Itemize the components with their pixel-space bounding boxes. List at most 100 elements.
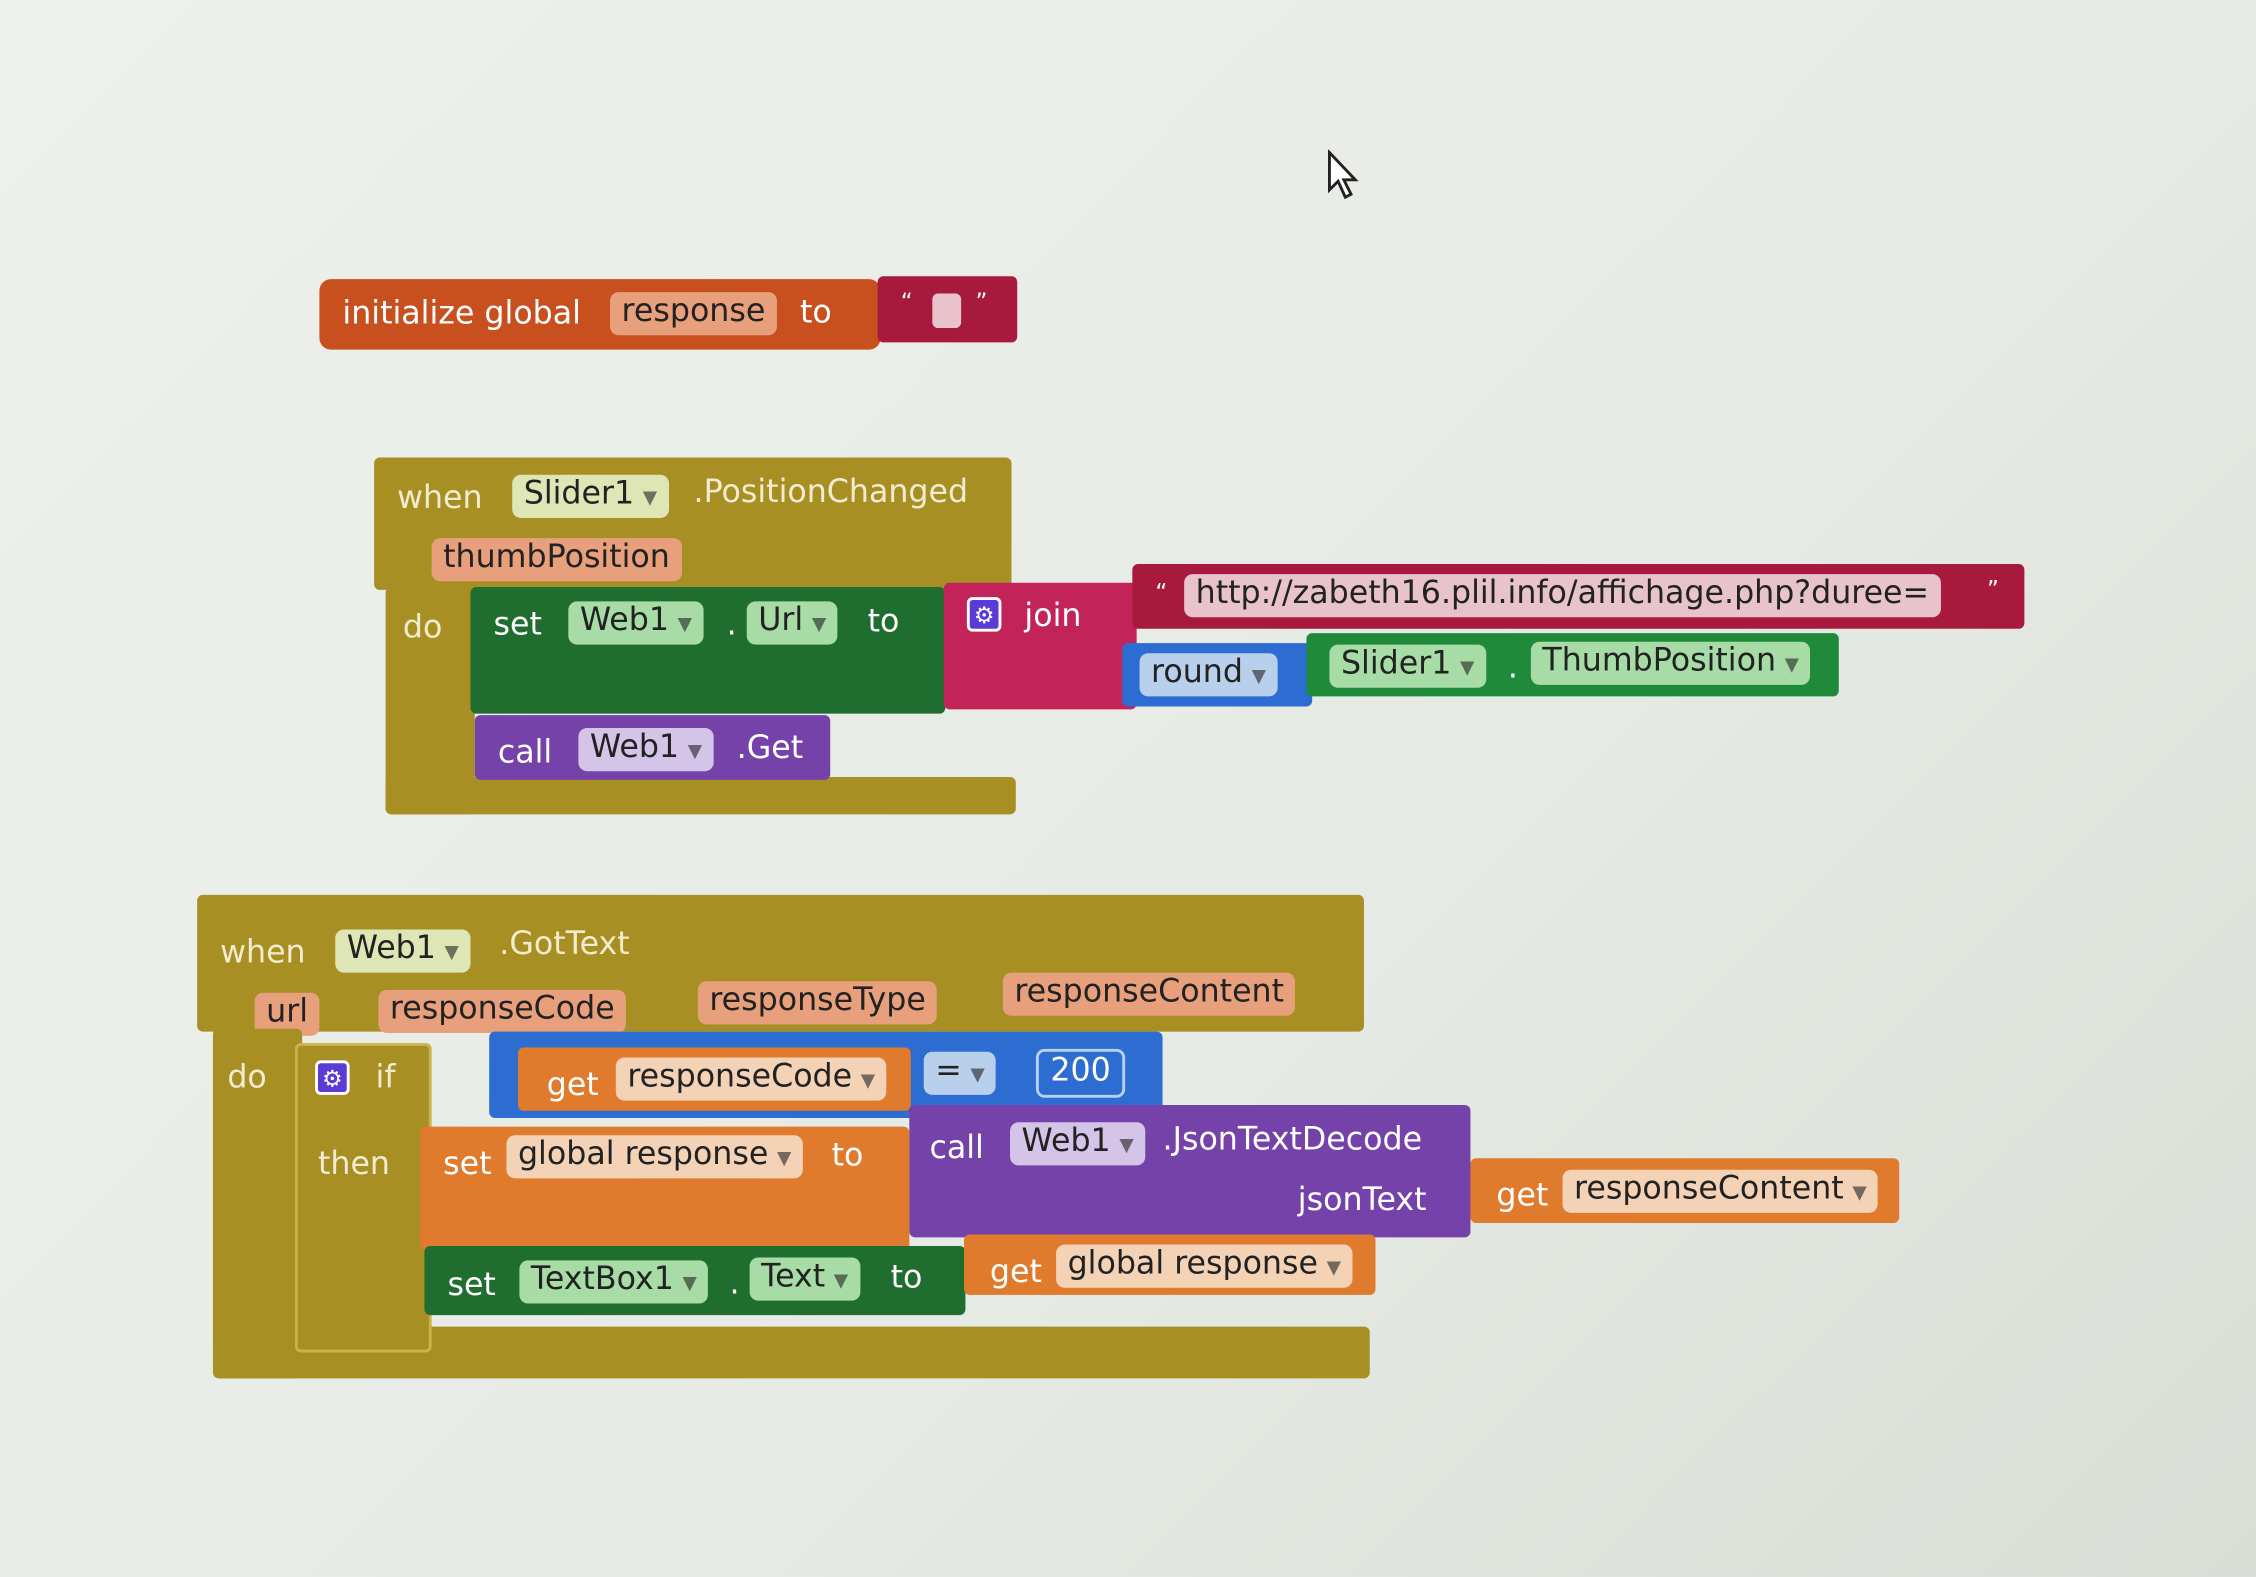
dropdown-arrow-icon: ▼ <box>687 740 703 763</box>
property-dropdown[interactable]: Url▼ <box>746 601 838 645</box>
component-dropdown[interactable]: Web1 ▼ <box>578 728 714 772</box>
get-label: get <box>1496 1178 1549 1215</box>
component-name: Web1 <box>579 602 669 639</box>
component-dropdown[interactable]: TextBox1 ▼ <box>519 1260 709 1304</box>
get-label: get <box>546 1067 599 1104</box>
param-responseType[interactable]: responseType <box>697 981 938 1025</box>
event-body-rail: do <box>212 1028 303 1379</box>
number-200-field[interactable]: 200 <box>1035 1048 1126 1098</box>
round-label: round <box>1151 654 1243 691</box>
dot-label: . <box>729 1266 740 1303</box>
dropdown-arrow-icon: ▼ <box>682 1273 697 1295</box>
event-name: .GotText <box>499 926 630 963</box>
component-name: Web1 <box>1021 1123 1111 1160</box>
do-label: do <box>227 1060 267 1097</box>
get-responseCode-block[interactable]: get responseCode ▼ <box>517 1047 911 1111</box>
do-label: do <box>402 610 443 647</box>
component-dropdown[interactable]: Slider1▼ <box>512 474 669 518</box>
component-name: Web1 <box>346 930 436 967</box>
property-dropdown[interactable]: Text ▼ <box>749 1257 860 1301</box>
mouse-cursor-icon <box>1328 149 1359 200</box>
set-web1-url-block[interactable]: set Web1▼ . Url▼ to <box>470 587 946 714</box>
close-quote: ” <box>1986 575 1999 603</box>
property-name: Text <box>761 1258 826 1295</box>
empty-text-block[interactable]: “ ” <box>877 276 1018 343</box>
initialize-global-block[interactable]: initialize global response to <box>319 279 881 350</box>
component-dropdown[interactable]: Web1 ▼ <box>1010 1122 1146 1166</box>
to-label: to <box>831 1138 864 1175</box>
close-quote: ” <box>975 287 988 316</box>
dropdown-arrow-icon: ▼ <box>1459 657 1475 680</box>
to-label: to <box>890 1260 923 1297</box>
slider-position-changed-event[interactable]: when Slider1▼ .PositionChanged thumbPosi… <box>374 457 1012 590</box>
math-op-dropdown[interactable]: round ▼ <box>1139 653 1278 697</box>
url-text-field[interactable]: http://zabeth16.plil.info/affichage.php?… <box>1184 574 1941 618</box>
open-quote: “ <box>1155 578 1168 606</box>
variable-name: responseContent <box>1574 1171 1844 1208</box>
dropdown-arrow-icon: ▼ <box>1251 666 1266 688</box>
param-thumbPosition[interactable]: thumbPosition <box>431 538 682 582</box>
call-jsontextdecode-block[interactable]: call Web1▼ .JsonTextDecode jsonText <box>909 1104 1471 1238</box>
call-web1-get-block[interactable]: call Web1 ▼ .Get <box>474 715 831 780</box>
dropdown-arrow-icon: ▼ <box>833 1270 849 1293</box>
component-name: Web1 <box>589 729 680 766</box>
variable-dropdown[interactable]: responseCode ▼ <box>615 1057 887 1101</box>
set-textbox1-text-block[interactable]: set TextBox1▼ . Text▼ to <box>424 1246 966 1316</box>
component-dropdown[interactable]: Web1▼ <box>568 601 704 645</box>
when-label: when <box>397 480 483 517</box>
method-name: .JsonTextDecode <box>1162 1122 1423 1159</box>
event-body-rail: do <box>385 587 475 815</box>
round-block[interactable]: round ▼ <box>1122 643 1313 707</box>
param-responseCode[interactable]: responseCode <box>378 989 627 1034</box>
variable-dropdown[interactable]: responseContent▼ <box>1562 1169 1879 1213</box>
empty-text-field[interactable] <box>932 293 962 329</box>
open-quote: “ <box>900 287 913 316</box>
init-label: initialize global <box>342 296 581 333</box>
dropdown-arrow-icon: ▼ <box>860 1070 876 1093</box>
variable-dropdown[interactable]: global response ▼ <box>1056 1244 1353 1288</box>
dot-label: . <box>726 607 737 644</box>
compare-op-dropdown[interactable]: =▼ <box>923 1051 997 1095</box>
set-global-response-block[interactable]: set global response▼ to <box>420 1126 910 1251</box>
param-responseContent[interactable]: responseContent <box>1002 972 1296 1016</box>
variable-name: global response <box>1067 1246 1318 1282</box>
component-dropdown[interactable]: Slider1 ▼ <box>1329 644 1486 688</box>
slider-thumbposition-getter[interactable]: Slider1 ▼ . ThumbPosition ▼ <box>1306 633 1839 697</box>
method-name: .Get <box>736 730 804 767</box>
component-name: Slider1 <box>523 476 635 513</box>
web1-gottext-event[interactable]: when Web1▼ .GotText url responseCode res… <box>197 894 1364 1036</box>
variable-name: responseCode <box>627 1058 853 1095</box>
if-then-block[interactable]: ⚙ if then <box>294 1043 432 1353</box>
dropdown-arrow-icon: ▼ <box>1784 654 1800 677</box>
dropdown-arrow-icon: ▼ <box>1119 1135 1134 1157</box>
if-label: if <box>375 1060 396 1097</box>
dot-label: . <box>1507 650 1518 687</box>
gear-icon[interactable]: ⚙ <box>966 597 1002 632</box>
dropdown-arrow-icon: ▼ <box>444 942 459 964</box>
when-label: when <box>220 935 306 972</box>
component-dropdown[interactable]: Web1 ▼ <box>335 929 471 973</box>
get-responseContent-block[interactable]: get responseContent▼ <box>1470 1158 1900 1223</box>
jsontext-arg-label: jsonText <box>1297 1182 1427 1219</box>
join-label: join <box>1024 598 1082 635</box>
component-name: TextBox1 <box>530 1261 674 1298</box>
dropdown-arrow-icon: ▼ <box>970 1064 985 1087</box>
property-dropdown[interactable]: ThumbPosition ▼ <box>1530 641 1811 685</box>
variable-dropdown[interactable]: global response▼ <box>506 1135 803 1179</box>
dropdown-arrow-icon: ▼ <box>1326 1257 1341 1280</box>
property-name: Url <box>758 602 804 639</box>
to-label: to <box>867 604 900 641</box>
join-block[interactable]: ⚙ join <box>943 582 1137 710</box>
url-text-block[interactable]: “ http://zabeth16.plil.info/affichage.ph… <box>1132 564 2025 629</box>
then-label: then <box>317 1146 391 1183</box>
call-label: call <box>497 735 553 772</box>
component-name: Slider1 <box>1340 646 1452 682</box>
var-name-field[interactable]: response <box>610 292 777 336</box>
property-name: ThumbPosition <box>1542 643 1777 680</box>
variable-name: global response <box>517 1136 769 1173</box>
set-label: set <box>493 607 542 644</box>
get-global-response-block[interactable]: get global response▼ <box>963 1234 1376 1295</box>
to-label: to <box>799 294 832 331</box>
gear-icon[interactable]: ⚙ <box>315 1060 350 1095</box>
